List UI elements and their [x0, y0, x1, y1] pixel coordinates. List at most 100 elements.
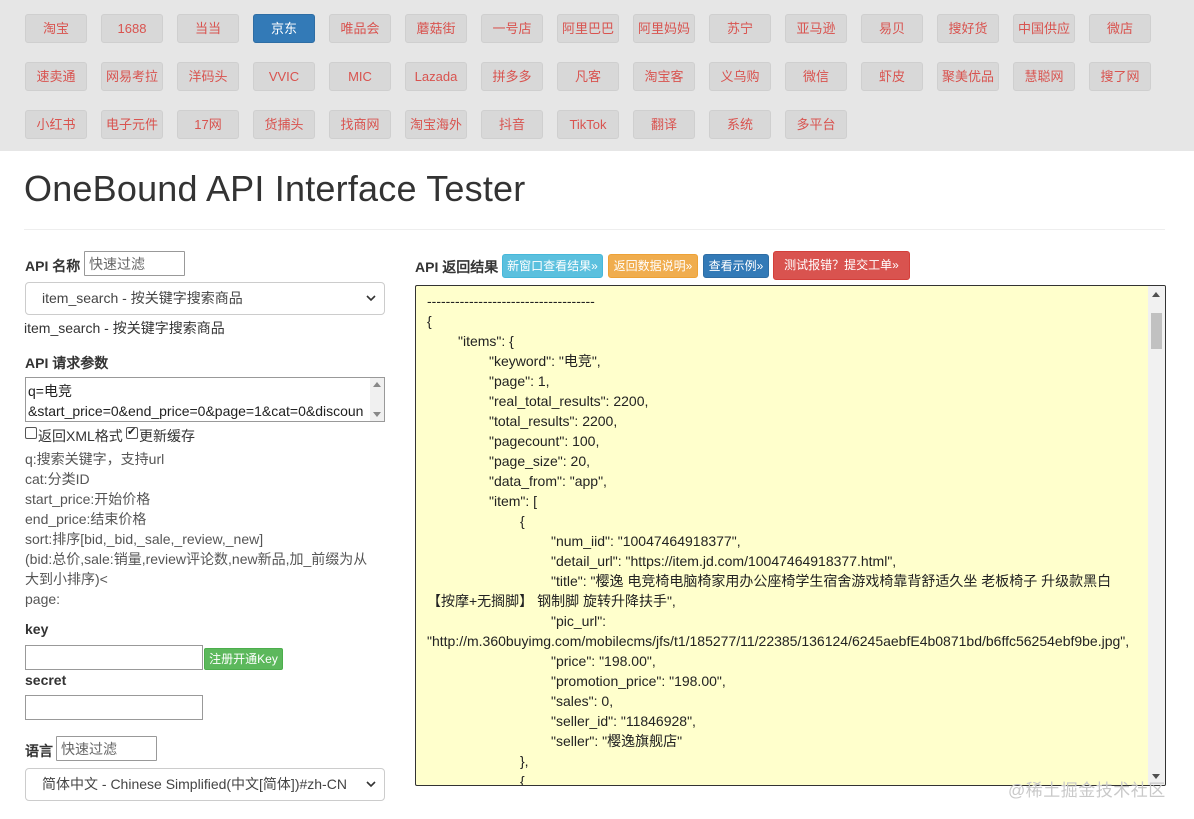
param-help-line: end_price:结束价格	[25, 511, 147, 527]
result-line: 【按摩+无搁脚】 钢制脚 旋转升降扶手",	[427, 593, 676, 609]
platform-tab[interactable]: 搜好货	[937, 14, 999, 43]
scroll-up-icon[interactable]	[1152, 292, 1160, 297]
language-label: 语言	[25, 743, 53, 759]
platform-tab[interactable]: 慧聪网	[1013, 62, 1075, 91]
platform-tab[interactable]: 阿里巴巴	[557, 14, 619, 43]
platform-tab[interactable]: 一号店	[481, 14, 543, 43]
result-line: "keyword": "电竞",	[489, 353, 601, 369]
platform-tab[interactable]: 拼多多	[481, 62, 543, 91]
platform-tab[interactable]: TikTok	[557, 110, 619, 139]
platform-tab[interactable]: 翻译	[633, 110, 695, 139]
platform-tab[interactable]: 速卖通	[25, 62, 87, 91]
platform-tab[interactable]: 1688	[101, 14, 163, 43]
result-line: "pagecount": 100,	[489, 433, 600, 449]
api-filter-input[interactable]	[84, 251, 185, 276]
platform-tab[interactable]: 中国供应	[1013, 14, 1075, 43]
scrollbar-thumb[interactable]	[1151, 313, 1162, 349]
result-line: "seller": "樱逸旗舰店"	[551, 733, 683, 749]
secret-input[interactable]	[25, 695, 203, 720]
platform-tab[interactable]: 系统	[709, 110, 771, 139]
platform-tab[interactable]: 淘宝客	[633, 62, 695, 91]
platform-tab[interactable]: 17网	[177, 110, 239, 139]
update-cache-checkbox[interactable]	[126, 425, 138, 439]
platform-tab[interactable]: 小红书	[25, 110, 87, 139]
scroll-down-icon[interactable]	[1152, 774, 1160, 779]
result-line: "price": "198.00",	[551, 653, 656, 669]
platform-tab[interactable]: 虾皮	[861, 62, 923, 91]
platform-tab[interactable]: 搜了网	[1089, 62, 1151, 91]
api-params-textarea[interactable]: q=电竞 &start_price=0&end_price=0&page=1&c…	[25, 377, 385, 422]
open-new-window-button[interactable]: 新窗口查看结果»	[502, 254, 603, 278]
platform-tab[interactable]: 阿里妈妈	[633, 14, 695, 43]
result-line: },	[520, 753, 529, 769]
platform-tab[interactable]: 洋码头	[177, 62, 239, 91]
platform-tab[interactable]: 聚美优品	[937, 62, 999, 91]
result-line: "item": [	[489, 493, 538, 509]
result-line: "items": {	[458, 333, 514, 349]
platform-tab[interactable]: 网易考拉	[101, 62, 163, 91]
update-cache-label: 更新缓存	[139, 428, 195, 444]
key-label: key	[25, 621, 49, 637]
platform-tab[interactable]: 找商网	[329, 110, 391, 139]
platform-tab[interactable]: 易贝	[861, 14, 923, 43]
params-line: q=电竞	[28, 383, 72, 399]
result-line: "sales": 0,	[551, 693, 614, 709]
key-input[interactable]	[25, 645, 203, 670]
result-label: API 返回结果	[415, 259, 499, 275]
scroll-down-icon[interactable]	[373, 412, 381, 417]
result-line: "title": "樱逸 电竞椅电脑椅家用办公座椅学生宿舍游戏椅靠背舒适久坐 老…	[551, 573, 1112, 589]
platform-tab[interactable]: 亚马逊	[785, 14, 847, 43]
platform-tab[interactable]: 淘宝	[25, 14, 87, 43]
param-help-line: q:搜索关键字，支持url	[25, 451, 165, 467]
param-help-line: 大到小排序)<	[25, 571, 108, 587]
platform-tab[interactable]: MIC	[329, 62, 391, 91]
platform-tab[interactable]: 凡客	[557, 62, 619, 91]
platform-tab[interactable]: 唯品会	[329, 14, 391, 43]
result-scrollbar[interactable]	[1148, 286, 1165, 785]
result-line: "total_results": 2200,	[489, 413, 618, 429]
platform-tab[interactable]: 电子元件	[101, 110, 163, 139]
platform-tab[interactable]: 微信	[785, 62, 847, 91]
platform-tab[interactable]: 蘑菇街	[405, 14, 467, 43]
scroll-up-icon[interactable]	[373, 382, 381, 387]
chevron-down-icon	[366, 295, 376, 302]
platform-nav: 淘宝 1688 当当京东唯品会蘑菇街一号店阿里巴巴阿里妈妈苏宁亚马逊易贝搜好货中国供…	[0, 0, 1194, 151]
platform-tab[interactable]: 微店	[1089, 14, 1151, 43]
params-scrollbar[interactable]	[370, 378, 384, 421]
xml-format-checkbox[interactable]	[25, 427, 37, 439]
platform-tab[interactable]: 抖音	[481, 110, 543, 139]
result-line: "detail_url": "https://item.jd.com/10047…	[551, 553, 897, 569]
platform-tab[interactable]: 淘宝海外	[405, 110, 467, 139]
result-line: "seller_id": "11846928",	[551, 713, 696, 729]
result-line: {	[520, 773, 525, 785]
platform-tab[interactable]: 当当	[177, 14, 239, 43]
result-line: "promotion_price": "198.00",	[551, 673, 726, 689]
view-example-button[interactable]: 查看示例»	[703, 254, 769, 278]
api-select[interactable]: item_search - 按关键字搜索商品	[25, 282, 385, 315]
param-help-line: start_price:开始价格	[25, 491, 151, 507]
result-output[interactable]: ------------------------------------ { "it…	[415, 285, 1166, 786]
platform-tab[interactable]: Lazada	[405, 62, 467, 91]
platform-tab[interactable]: 多平台	[785, 110, 847, 139]
result-doc-button[interactable]: 返回数据说明»	[608, 254, 698, 278]
params-line: &start_price=0&end_price=0&page=1&cat=0&…	[28, 403, 364, 419]
report-error-button[interactable]: 测试报错？提交工单»	[773, 251, 910, 280]
param-help-line: (bid:总价,sale:销量,review评论数,new新品,加_前缀为从	[25, 551, 368, 567]
register-key-button[interactable]: 注册开通Key	[204, 648, 283, 670]
platform-tab[interactable]: 京东	[253, 14, 315, 43]
platform-tab[interactable]: VVIC	[253, 62, 315, 91]
result-line: "page": 1,	[489, 373, 550, 389]
platform-tab[interactable]: 义乌购	[709, 62, 771, 91]
result-line: {	[427, 313, 432, 329]
result-line: {	[520, 513, 525, 529]
platform-tab[interactable]: 货捕头	[253, 110, 315, 139]
result-line: "data_from": "app",	[489, 473, 607, 489]
language-select[interactable]: 简体中文 - Chinese Simplified(中文[简体])#zh-CN	[25, 768, 385, 801]
secret-label: secret	[25, 672, 67, 688]
api-params-label: API 请求参数	[25, 355, 109, 371]
language-filter-input[interactable]	[56, 736, 157, 761]
title-divider	[24, 229, 1165, 230]
result-line: "http://m.360buyimg.com/mobilecms/jfs/t1…	[427, 633, 1130, 649]
result-line: ------------------------------------	[427, 293, 595, 309]
platform-tab[interactable]: 苏宁	[709, 14, 771, 43]
